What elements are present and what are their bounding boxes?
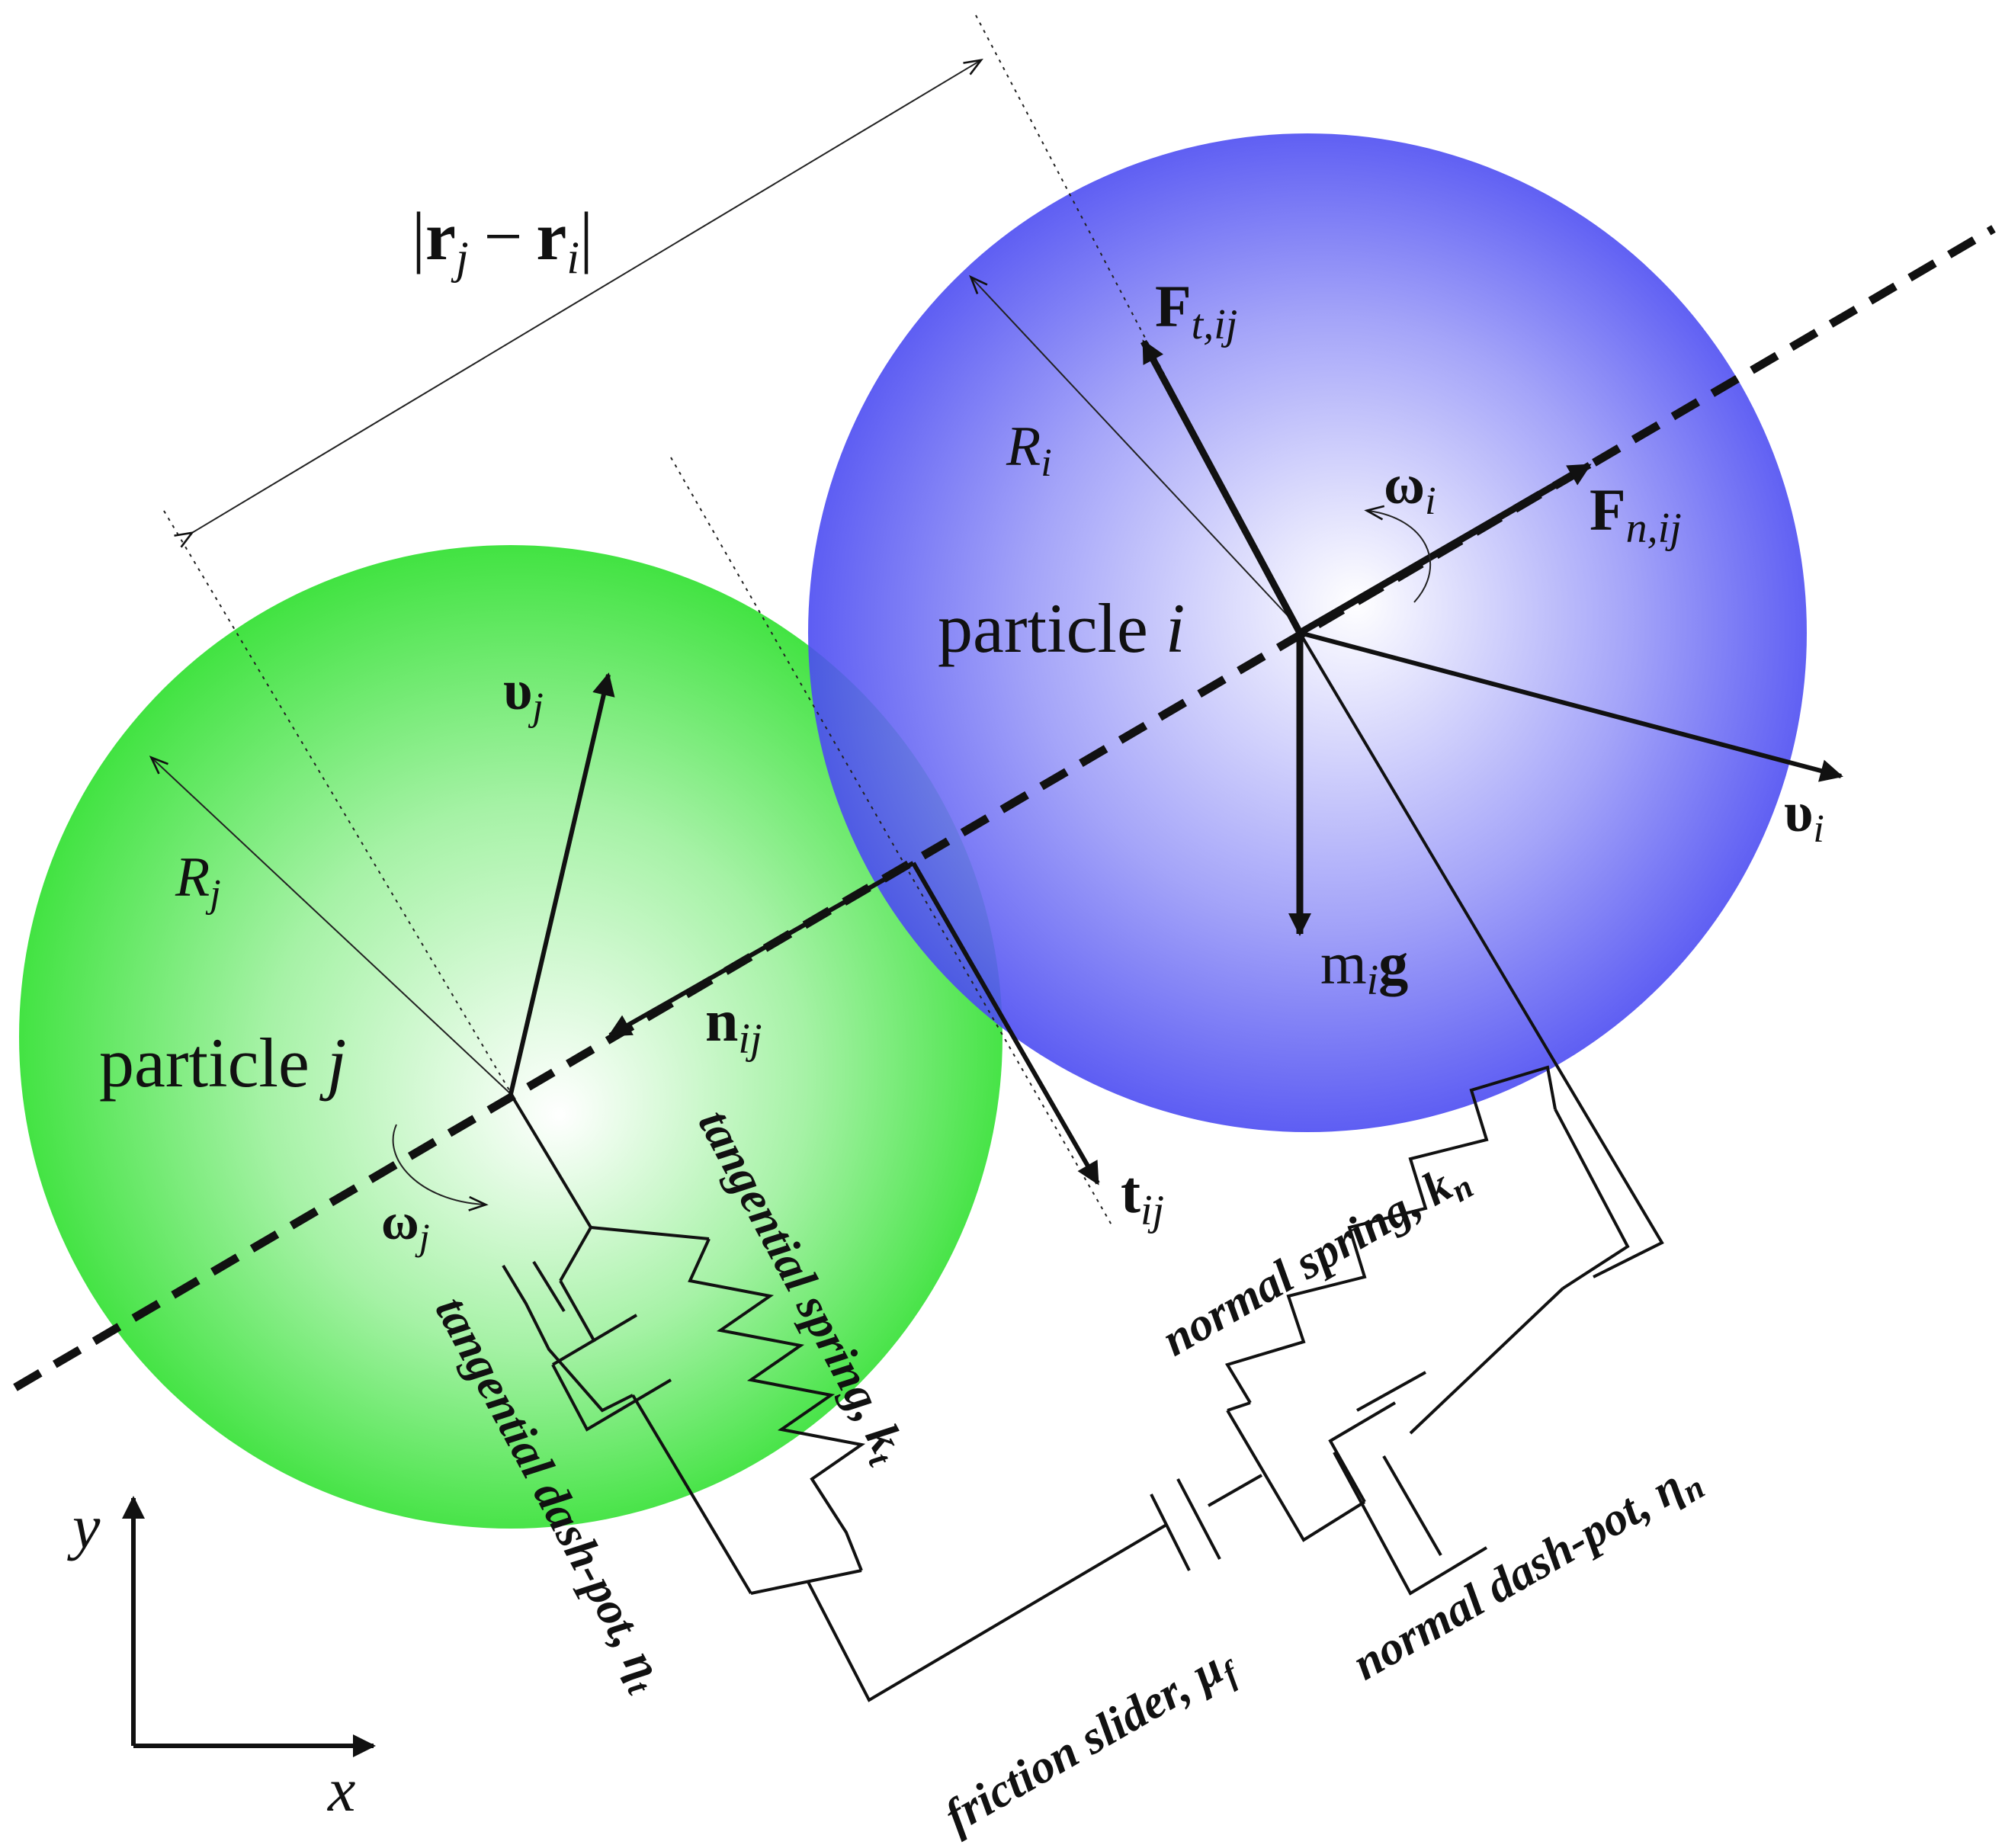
normal-unit-vector-arrow [608, 861, 915, 1038]
particle-j-label-main: particle [99, 1024, 327, 1102]
normal-spring-text: normal spring, k [1153, 1159, 1461, 1366]
dotted-guide-line [163, 510, 519, 1106]
omega-j-label: ωj [381, 1192, 430, 1258]
radius-i-main: R [1006, 415, 1041, 478]
rheological-model [502, 631, 1664, 1702]
weight-tail: g [1378, 930, 1408, 996]
distance-sub2: i [566, 233, 579, 283]
weight-main: m [1320, 930, 1367, 996]
velocity-i-arrow [1299, 630, 1843, 782]
velocity-j-sub: j [528, 685, 543, 729]
n-unit-label: nij [705, 987, 762, 1063]
radius-i-sub: i [1041, 441, 1051, 485]
dotted-guide-line [670, 457, 1114, 1228]
radius-j-sub: j [205, 872, 220, 916]
tangent-unit-vector-arrow [911, 861, 1100, 1185]
radius-i-line [969, 274, 1304, 634]
t-unit-main: t [1121, 1159, 1140, 1225]
normal-spring-label: normal spring, kn [1153, 1150, 1480, 1372]
omega-i-sub: i [1425, 480, 1436, 523]
velocity-i-label: υi [1784, 781, 1824, 851]
radius-j-main: R [175, 846, 210, 909]
omega-j-main: ω [381, 1192, 419, 1250]
t-unit-label: tij [1121, 1159, 1164, 1234]
Fn-label: Fn,ij [1590, 476, 1682, 552]
distance-label: |rj−ri| [412, 199, 593, 283]
omega-i-label: ωi [1384, 454, 1436, 523]
y-axis-label: y [67, 1492, 101, 1561]
n-unit-sub: ij [738, 1015, 762, 1063]
tangential-force-arrow [1140, 339, 1303, 635]
x-axis-label: x [327, 1755, 355, 1824]
Ft-label: Ft,ij [1155, 273, 1237, 348]
particle-j-label: particle j [99, 1024, 346, 1102]
radius-j-label: Rj [175, 846, 221, 916]
velocity-j-label: υj [503, 659, 544, 729]
particle-i-label-italic: i [1166, 589, 1185, 667]
radius-j-line [149, 756, 512, 1095]
n-unit-main: n [705, 987, 738, 1054]
radius-i-label: Ri [1006, 415, 1052, 485]
abs-bar-left: | [412, 199, 425, 274]
normal-force-arrow [1298, 462, 1592, 636]
Ft-sub: t,ij [1192, 301, 1238, 348]
friction-slider-label: friction slider, μf [936, 1635, 1247, 1848]
center-line [13, 225, 1996, 1391]
omega-j-rotation-arrow [392, 1124, 489, 1211]
particle-i-label: particle i [938, 589, 1185, 667]
distance-dimension-line [174, 59, 983, 548]
omega-i-rotation-arrow [1364, 505, 1432, 603]
abs-bar-right: | [579, 199, 593, 274]
velocity-i-main: υ [1784, 781, 1813, 844]
velocity-j-arrow [508, 672, 615, 1095]
Fn-sub: n,ij [1626, 505, 1682, 552]
particle-i-label-main: particle [938, 589, 1166, 667]
Fn-main: F [1590, 476, 1626, 543]
weight-sub: i [1367, 957, 1379, 1004]
friction-slider-text: friction slider, μ [936, 1642, 1232, 1843]
weight-label: mig [1320, 930, 1408, 1004]
velocity-j-main: υ [503, 659, 532, 722]
particle-j-sphere [19, 545, 1002, 1529]
t-unit-sub: ij [1140, 1187, 1164, 1234]
velocity-i-sub: i [1813, 807, 1824, 851]
distance-r2: r [536, 199, 566, 274]
Ft-main: F [1155, 273, 1192, 339]
distance-r1: r [425, 199, 456, 274]
omega-i-main: ω [1384, 454, 1425, 516]
normal-dashpot-text: normal dash-pot, η [1344, 1460, 1692, 1690]
distance-minus: − [484, 199, 523, 274]
